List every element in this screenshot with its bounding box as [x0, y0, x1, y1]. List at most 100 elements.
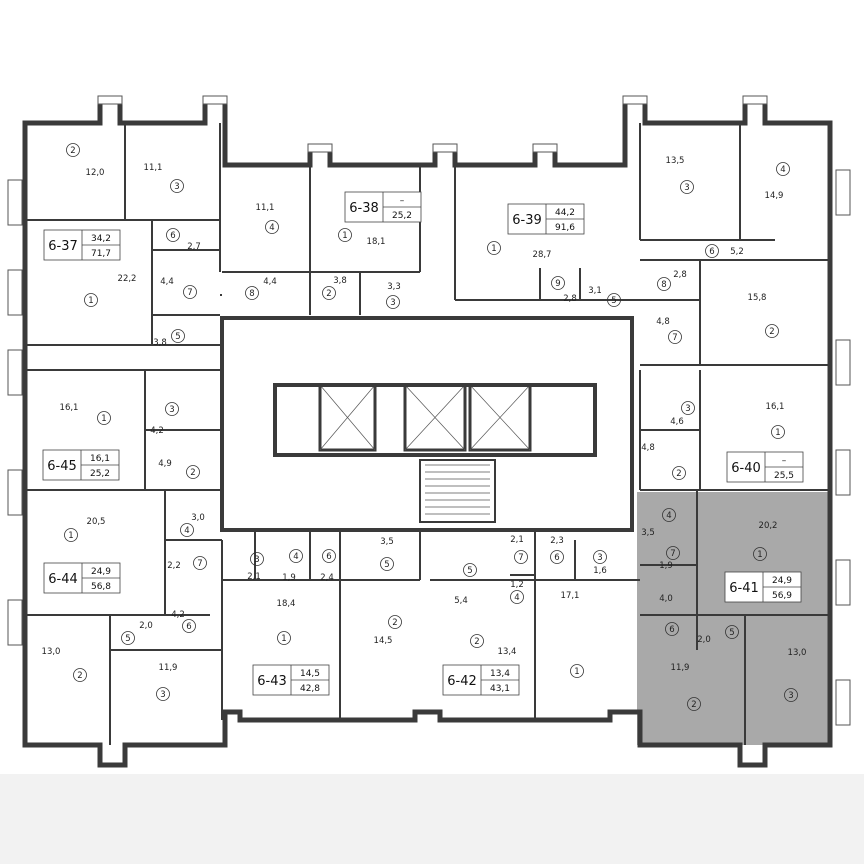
room-number: 1 — [342, 231, 347, 241]
room-area: 4,4 — [160, 277, 174, 287]
room-area: 4,2 — [171, 610, 185, 620]
room-6-41-7: 71,9 — [659, 546, 680, 571]
room-number: 3 — [684, 183, 689, 193]
room-area: 2,1 — [510, 535, 524, 545]
window — [835, 679, 851, 726]
room-6-41-1: 120,2 — [753, 521, 777, 561]
room-6-42-5: 55,4 — [454, 563, 477, 606]
room-area: 3,5 — [380, 537, 394, 547]
room-6-37-1: 122,2 — [84, 274, 136, 307]
room-number: 7 — [518, 553, 523, 563]
room-number-circle — [171, 329, 185, 343]
stairwell — [419, 459, 496, 523]
room-area: 4,4 — [263, 277, 277, 287]
apartment-number: 6-37 — [48, 239, 78, 254]
window — [835, 559, 851, 606]
room-number: 6 — [709, 247, 714, 257]
room-number: 4 — [780, 165, 785, 175]
room-number-circle — [66, 143, 80, 157]
room-number: 1 — [281, 634, 286, 644]
core-wall — [273, 383, 597, 457]
room-number-circle — [463, 563, 477, 577]
apartment-number: 6-43 — [257, 674, 287, 689]
room-number: 5 — [175, 332, 180, 342]
room-area: 1,2 — [510, 580, 524, 590]
apartment-table-6-38[interactable]: 6-38–25,2 — [344, 191, 422, 223]
room-number: 6 — [669, 625, 674, 635]
room-area: 5,4 — [454, 596, 468, 606]
room-6-39-3: 313,5 — [666, 156, 694, 194]
room-6-41-6: 64,0 — [659, 594, 679, 636]
room-area: 13,0 — [788, 648, 807, 658]
room-number-circle — [666, 546, 680, 560]
total-area: 25,5 — [774, 471, 794, 481]
room-area: 13,0 — [42, 647, 61, 657]
room-number: 5 — [125, 634, 130, 644]
room-number-circle — [680, 180, 694, 194]
room-6-42-1: 117,1 — [561, 591, 584, 678]
window — [835, 449, 851, 496]
room-6-38-1: 118,1 — [338, 228, 385, 247]
room-number: 5 — [729, 628, 734, 638]
walls — [7, 95, 851, 768]
room-number-circle — [338, 228, 352, 242]
room-area: 28,7 — [533, 250, 552, 260]
room-area: 11,1 — [144, 163, 163, 173]
room-number: 4 — [293, 552, 298, 562]
balcony-window — [202, 95, 228, 105]
room-area: 1,9 — [659, 561, 673, 571]
room-6-43-6: 62,4 — [320, 549, 336, 583]
room-6-41-4: 43,5 — [641, 508, 676, 538]
room-6-39-7: 74,8 — [656, 317, 682, 344]
room-area: 2,7 — [187, 242, 201, 252]
room-number: 7 — [670, 549, 675, 559]
room-number: 7 — [672, 333, 677, 343]
room-area: 16,1 — [60, 403, 79, 413]
room-number-circle — [388, 615, 402, 629]
living-area: 14,5 — [300, 669, 320, 679]
room-number: 3 — [788, 691, 793, 701]
room-number: 8 — [249, 289, 254, 299]
apartment-number: 6-42 — [447, 674, 477, 689]
living-area: – — [400, 196, 405, 206]
room-number-circle — [771, 425, 785, 439]
room-area: 14,5 — [374, 636, 393, 646]
room-area: 13,4 — [498, 647, 517, 657]
balcony-window — [742, 95, 768, 105]
room-number-circle — [514, 550, 528, 564]
room-6-39-9: 92,8 — [551, 276, 577, 304]
room-number: 5 — [384, 560, 389, 570]
room-number-circle — [193, 556, 207, 570]
apartment-table-6-40[interactable]: 6-40–25,5 — [726, 451, 804, 483]
room-number: 2 — [392, 618, 397, 628]
total-area: 71,7 — [91, 249, 111, 259]
window — [835, 169, 851, 216]
total-area: 42,8 — [300, 684, 320, 694]
room-6-43-3: 32,1 — [247, 552, 264, 582]
room-number-circle — [725, 625, 739, 639]
room-number: 6 — [554, 553, 559, 563]
balcony-window — [432, 143, 458, 153]
stair-elevator-core — [220, 316, 634, 532]
total-area: 25,2 — [90, 469, 110, 479]
room-6-44-2: 213,0 — [42, 647, 87, 682]
window — [7, 269, 23, 316]
room-area: 3,0 — [191, 513, 205, 523]
room-number-circle — [245, 286, 259, 300]
room-6-39-1: 128,7 — [487, 241, 552, 260]
room-6-44-5: 52,0 — [121, 621, 153, 645]
apartment-table-6-43[interactable]: 6-43 14,5 42,8 — [252, 664, 330, 696]
room-area: 1,6 — [593, 566, 607, 576]
room-area: 2,0 — [139, 621, 153, 631]
room-number-circle — [322, 286, 336, 300]
room-area: 2,8 — [673, 270, 687, 280]
room-number: 2 — [190, 468, 195, 478]
